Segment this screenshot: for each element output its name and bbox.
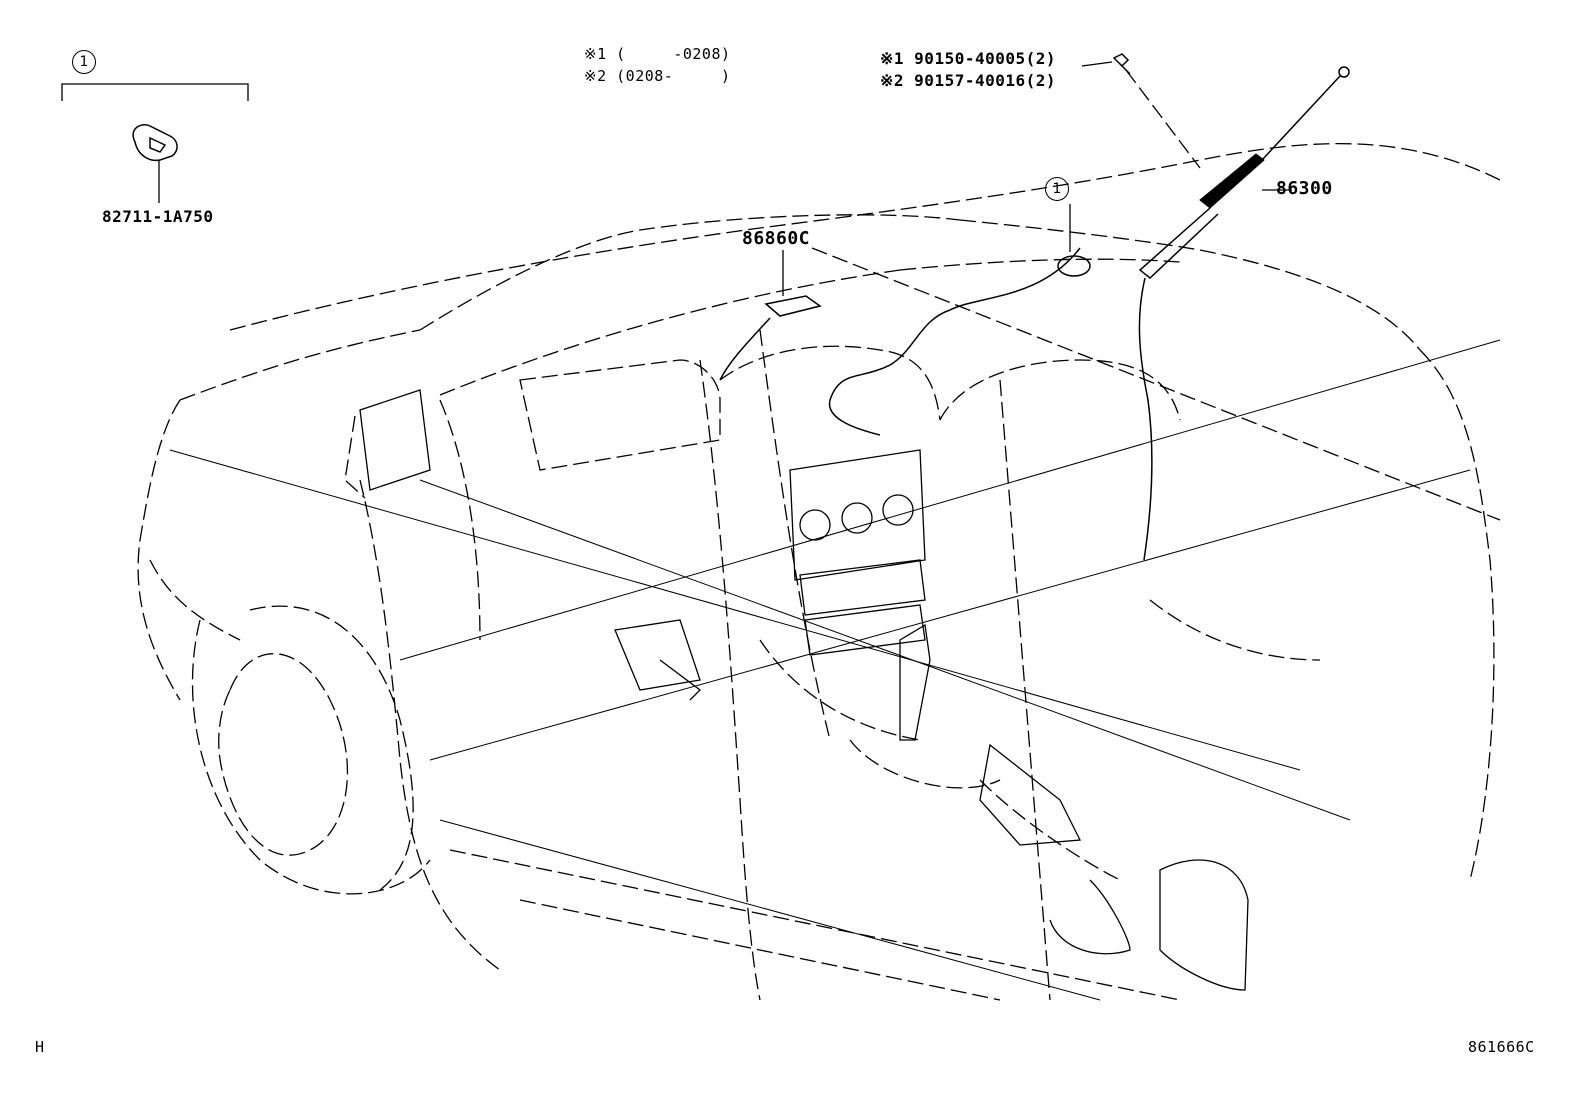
footer-right-code: 861666C — [1468, 1038, 1535, 1056]
footer-left-code: H — [35, 1038, 45, 1056]
kit-part-number: 82711-1A750 — [102, 207, 214, 226]
bolt-note-2: ※2 90157-40016(2) — [880, 71, 1057, 90]
antenna-rod-icon — [1138, 66, 1350, 279]
bolt-note-1: ※1 90150-40005(2) — [880, 49, 1057, 68]
clip-connector-icon — [132, 124, 178, 203]
bolt-icon — [1081, 53, 1201, 169]
amplifier-part-label: 86860C — [742, 228, 811, 249]
kit-callout-marker: 1 — [72, 50, 96, 74]
date-note-2: ※2 (0208- ) — [584, 67, 731, 85]
antenna-part-label: 86300 — [1276, 178, 1333, 199]
date-note-1: ※1 ( -0208) — [584, 45, 731, 63]
dash-callout-marker: 1 — [1045, 177, 1069, 201]
